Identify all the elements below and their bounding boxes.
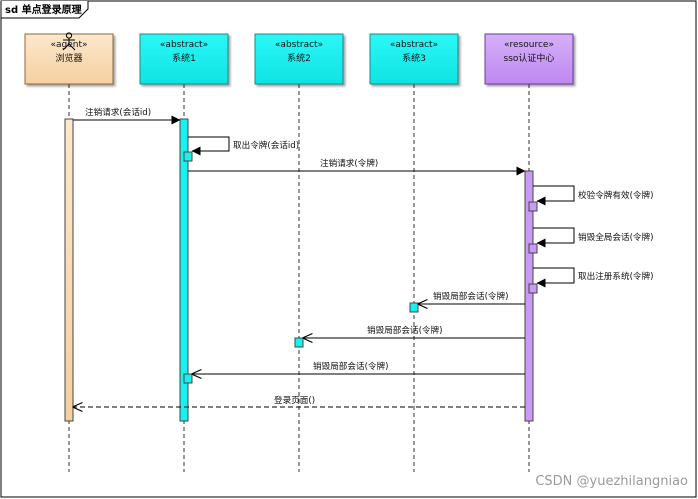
- participant-sys2[interactable]: «abstract» 系统2: [254, 33, 344, 85]
- participant-stereotype: «abstract»: [275, 40, 323, 50]
- frame-label: sd 单点登录原理: [5, 3, 82, 16]
- message-destroy-local-session-sys1: 销毁局部会话(令牌): [192, 360, 525, 374]
- message-logout-request-token: 注销请求(令牌): [188, 157, 526, 176]
- activation-sso: [524, 170, 534, 422]
- message-label: 销毁局部会话(令牌): [433, 290, 508, 302]
- participant-name: 浏览器: [55, 52, 82, 64]
- activation-sys3: [409, 302, 419, 313]
- participant-sys1[interactable]: «abstract» 系统1: [139, 33, 229, 85]
- message-fetch-registered-systems-self: 取出注册系统(令牌): [533, 267, 653, 288]
- message-destroy-global-session-self: 销毁全局会话(令牌): [533, 227, 653, 248]
- message-label: 销毁局部会话(令牌): [313, 360, 388, 372]
- watermark: CSDN @yuezhilangniao: [535, 474, 688, 489]
- participant-name: 系统1: [172, 52, 196, 64]
- participant-stereotype: «agent»: [50, 40, 87, 50]
- message-label: 取出注册系统(令牌): [578, 270, 653, 282]
- message-destroy-local-session-sys2: 销毁局部会话(令牌): [303, 324, 525, 338]
- participant-stereotype: «abstract»: [390, 40, 438, 50]
- participant-name: 系统2: [287, 52, 311, 64]
- message-label: 销毁全局会话(令牌): [578, 231, 653, 243]
- message-destroy-local-session-sys3: 销毁局部会话(令牌): [418, 290, 525, 304]
- participant-name: sso认证中心: [504, 52, 555, 64]
- participant-stereotype: «resource»: [504, 40, 554, 50]
- message-login-page-return: 登录页面(): [73, 395, 525, 407]
- message-logout-request-session: 注销请求(会话id): [73, 106, 181, 125]
- participant-sso[interactable]: «resource» sso认证中心: [484, 33, 574, 85]
- participant-browser[interactable]: «agent» 浏览器: [24, 32, 114, 85]
- message-label: 注销请求(令牌): [320, 157, 378, 169]
- frame-tab: [0, 1, 89, 19]
- message-label: 注销请求(会话id): [85, 106, 151, 118]
- message-label: 销毁局部会话(令牌): [367, 324, 442, 336]
- participant-name: 系统3: [402, 52, 426, 64]
- message-fetch-token-self: 取出令牌(会话id): [188, 136, 299, 156]
- message-label: 取出令牌(会话id): [233, 139, 299, 151]
- activation-sso-self-3: [528, 283, 538, 294]
- activation-browser: [64, 118, 74, 422]
- message-verify-token-self: 校验令牌有效(令牌): [533, 185, 653, 206]
- activation-sys1-self: [183, 151, 193, 162]
- activation-sso-self-1: [528, 201, 538, 212]
- activation-sys1-destroy: [183, 373, 193, 384]
- activation-sso-self-2: [528, 243, 538, 254]
- message-label: 校验令牌有效(令牌): [578, 189, 653, 201]
- actor-icon: [62, 32, 76, 51]
- participant-sys3[interactable]: «abstract» 系统3: [369, 33, 459, 85]
- activation-sys2: [294, 337, 304, 348]
- activation-sys1: [179, 118, 189, 422]
- participant-stereotype: «abstract»: [160, 40, 208, 50]
- message-label: 登录页面(): [274, 395, 315, 406]
